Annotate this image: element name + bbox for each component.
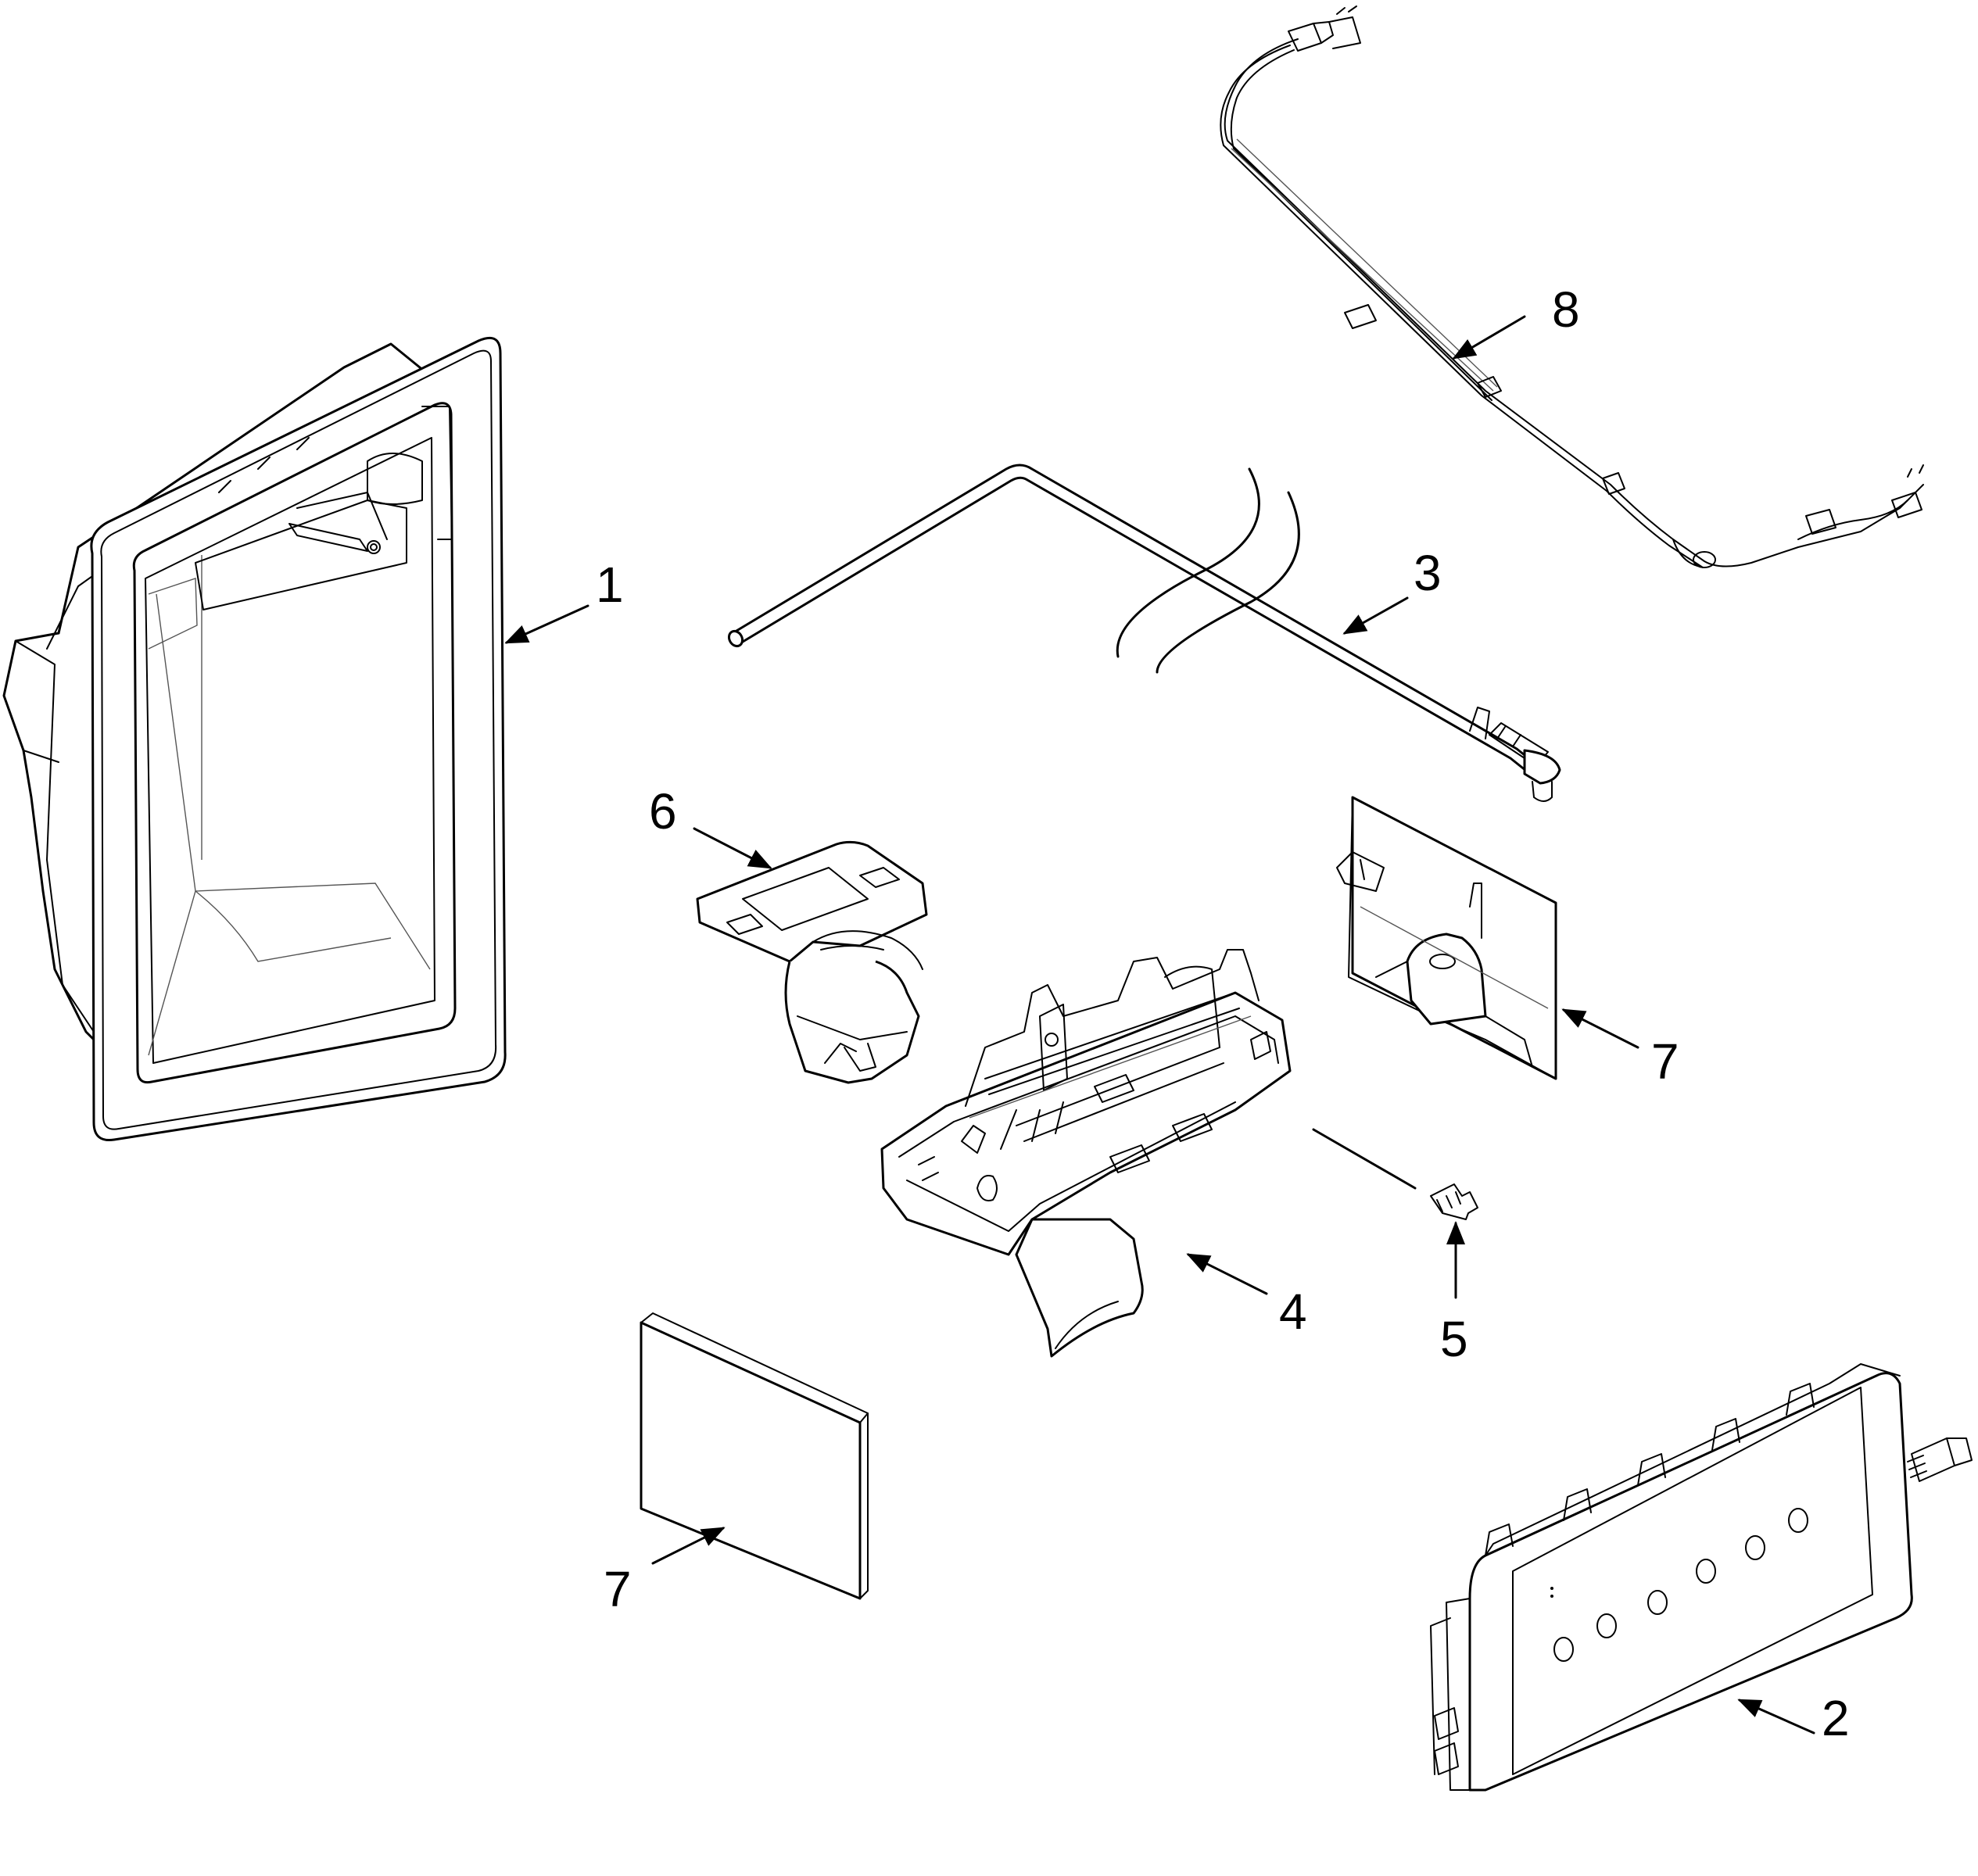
- callout-2: 2: [1822, 1690, 1850, 1746]
- arrow-7-lower: [651, 1527, 726, 1565]
- callout-8: 8: [1552, 281, 1580, 338]
- arrow-6: [693, 827, 772, 869]
- callout-1: 1: [596, 557, 624, 613]
- part-8-wire-harness: [1220, 5, 1924, 568]
- arrow-8: [1452, 315, 1526, 360]
- callout-3: 3: [1414, 545, 1442, 601]
- callout-6: 6: [649, 783, 677, 840]
- callout-7-lower: 7: [604, 1561, 632, 1617]
- part-3-fill-tube: [727, 464, 1561, 802]
- callout-7-upper: 7: [1651, 1033, 1679, 1090]
- callout-labels: 1 2 3 4 5 6 7 7 8: [596, 281, 1850, 1746]
- part-4-dispenser-mechanism: [880, 949, 1292, 1358]
- arrow-4: [1186, 1253, 1268, 1295]
- arrow-2: [1737, 1699, 1815, 1735]
- part-6-actuator-cover: [696, 840, 928, 1084]
- callout-arrows: [504, 315, 1815, 1735]
- part-1-dispenser-housing: [2, 337, 507, 1142]
- part-5-screw: [1312, 1128, 1478, 1220]
- callout-4: 4: [1279, 1283, 1307, 1340]
- arrow-1: [504, 604, 589, 644]
- arrow-7-upper: [1561, 1008, 1639, 1049]
- part-2-control-board: [1430, 1363, 1973, 1792]
- part-7-side-panel-upper: [1336, 796, 1557, 1080]
- callout-5: 5: [1440, 1311, 1468, 1367]
- arrow-3: [1342, 596, 1409, 635]
- part-7-flat-panel-lower: [640, 1312, 869, 1600]
